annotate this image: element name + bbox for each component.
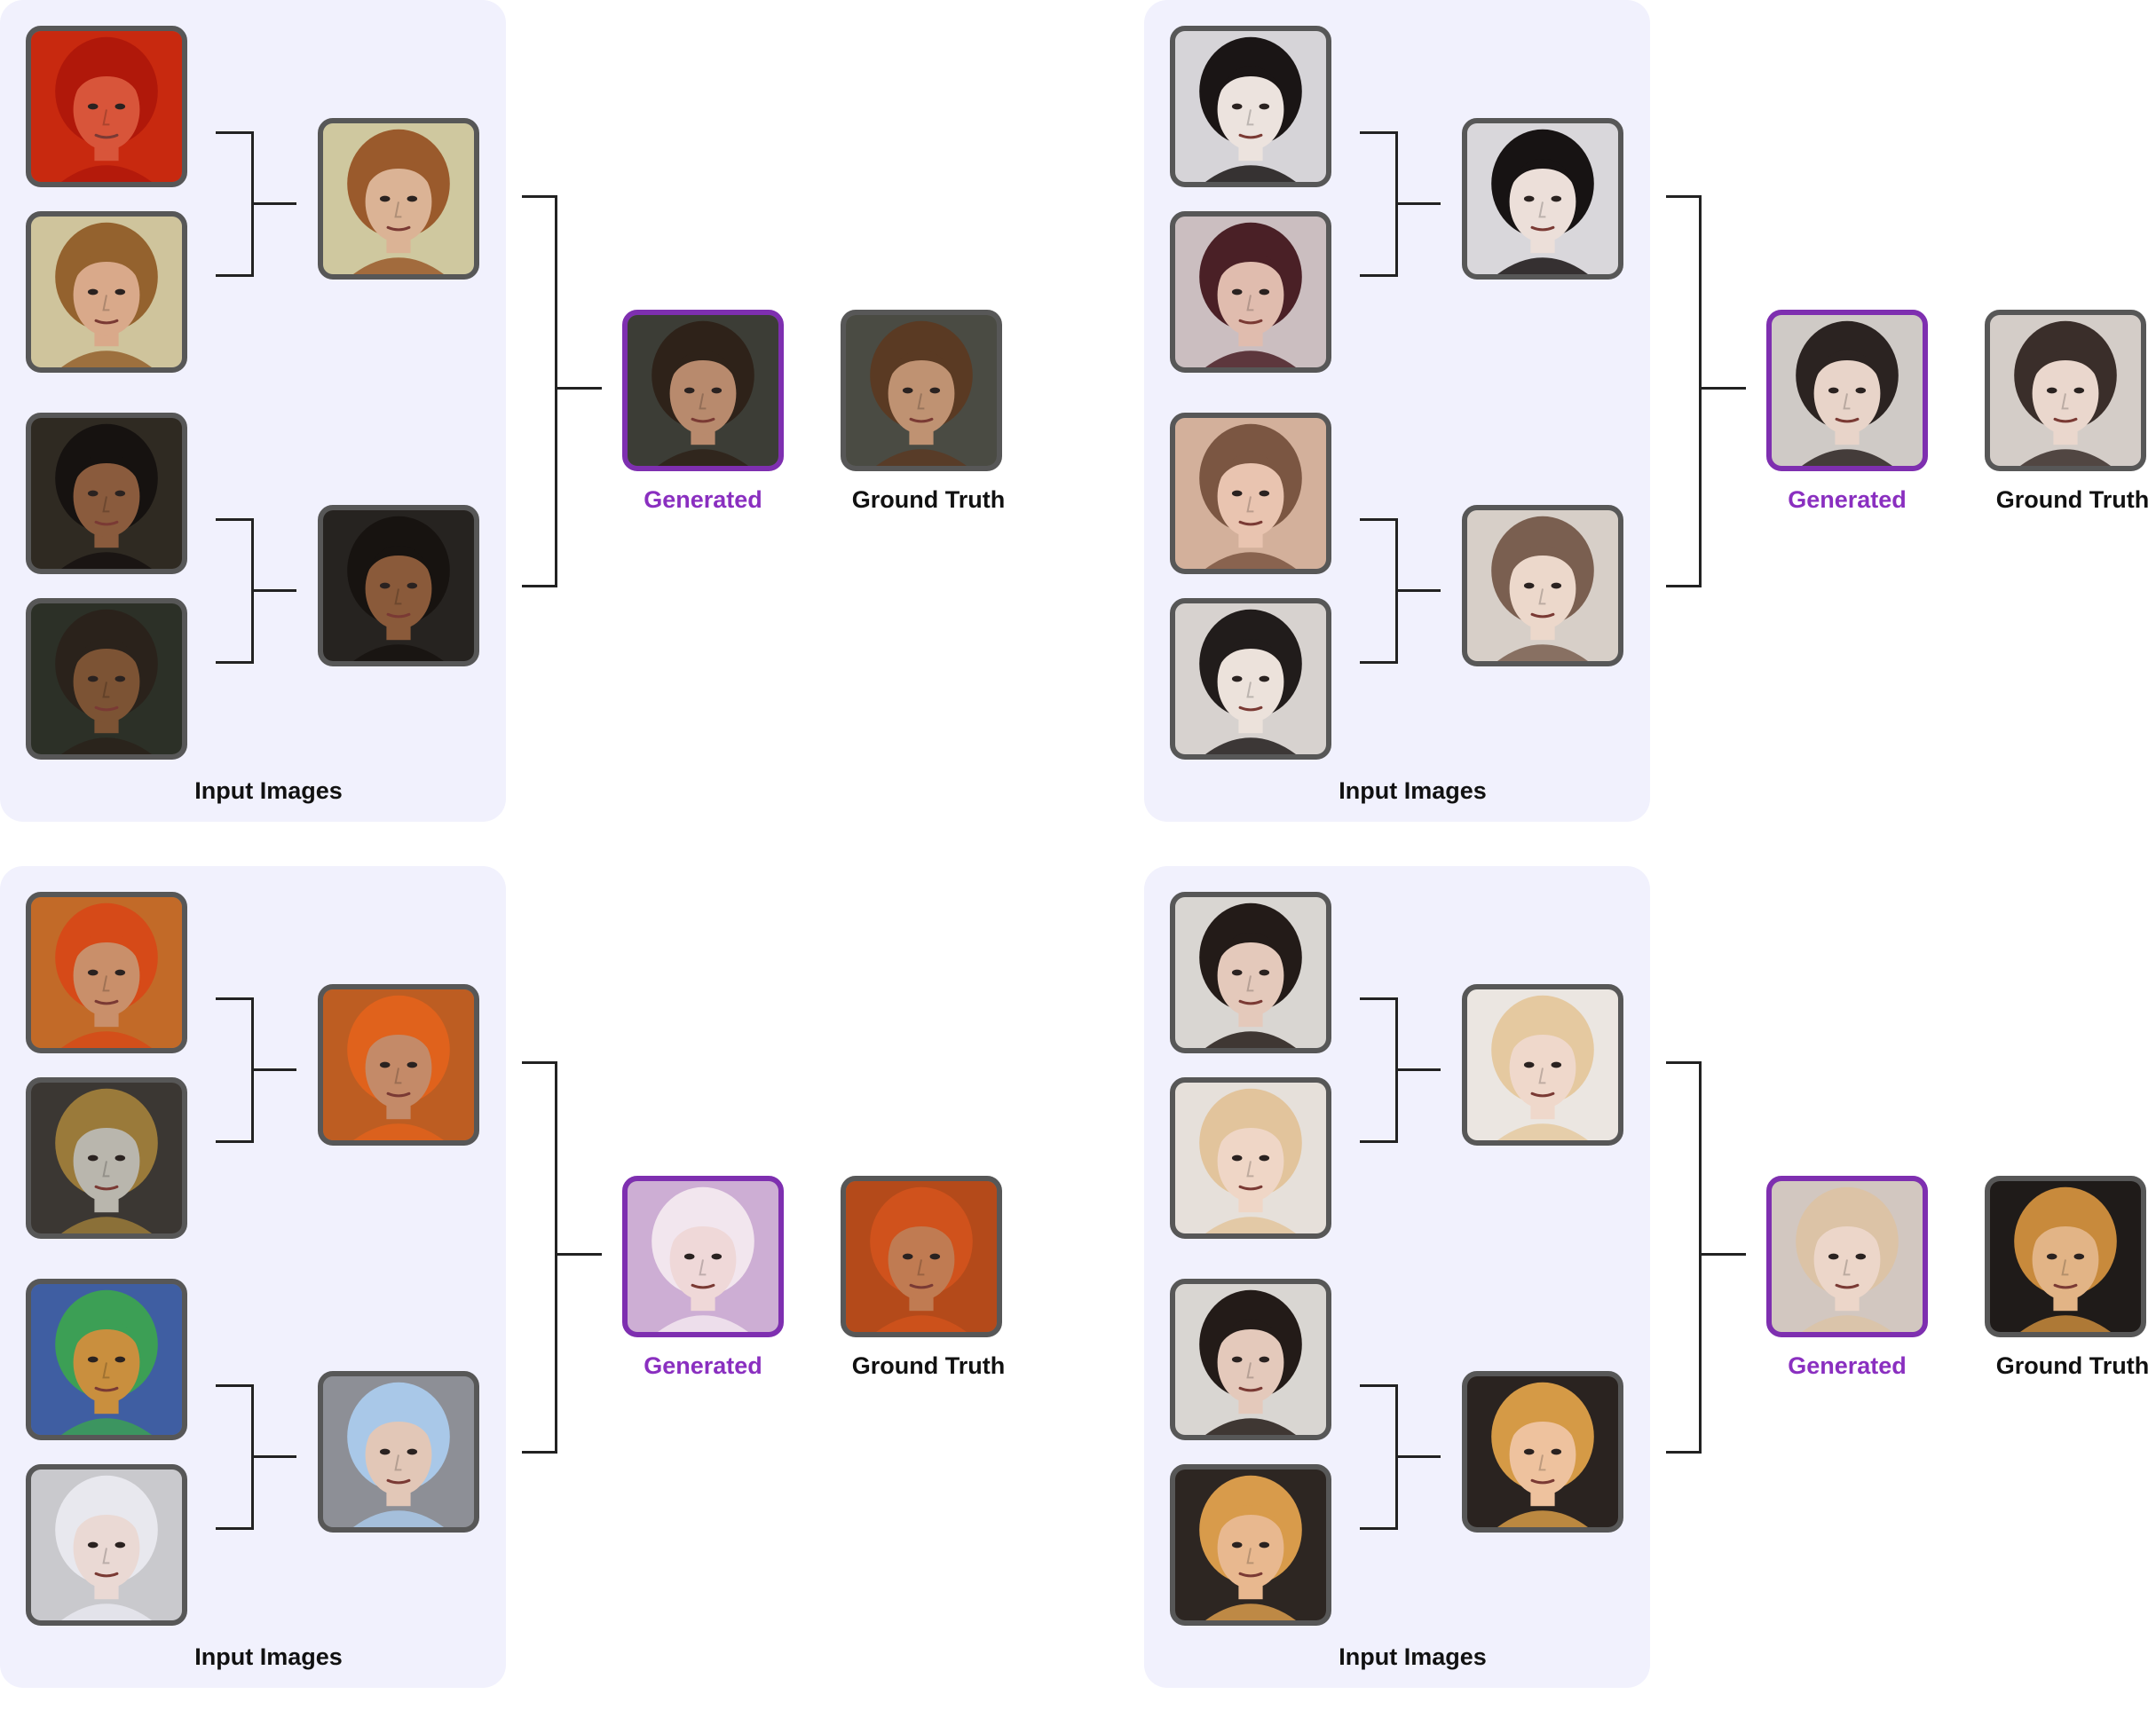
connector-line (251, 589, 296, 592)
generated-image (1766, 310, 1928, 471)
example-top-right: Generated Ground Truth Input Images (1144, 0, 2156, 844)
generated-label: Generated (1788, 1352, 1907, 1379)
connector-line (251, 202, 296, 205)
input-image-4 (1170, 1464, 1331, 1626)
input-image-1 (26, 892, 187, 1053)
ground-truth-image (1985, 1176, 2146, 1337)
connector-line (555, 387, 602, 390)
connector-line (1395, 589, 1441, 592)
generated-image (622, 1176, 784, 1337)
merged-image-1 (318, 984, 479, 1146)
input-image-1 (1170, 26, 1331, 187)
connector-bracket (1666, 195, 1702, 587)
connector-bracket (1360, 131, 1398, 277)
example-top-left: Generated Ground Truth Input Images (0, 0, 1078, 844)
example-bottom-left: Generated Ground Truth Input Images (0, 866, 1078, 1710)
ground-truth-label: Ground Truth (1995, 486, 2150, 513)
connector-bracket (522, 195, 557, 587)
input-image-1 (1170, 892, 1331, 1053)
merged-image-2 (1462, 505, 1623, 666)
ground-truth-image (1985, 310, 2146, 471)
input-image-3 (1170, 413, 1331, 574)
ground-truth-image (841, 1176, 1002, 1337)
ground-truth-label: Ground Truth (851, 1352, 1006, 1379)
connector-bracket (522, 1061, 557, 1454)
merged-image-2 (1462, 1371, 1623, 1533)
input-image-4 (1170, 598, 1331, 760)
input-image-2 (1170, 1077, 1331, 1239)
generated-image (1766, 1176, 1928, 1337)
connector-line (251, 1068, 296, 1071)
ground-truth-label: Ground Truth (851, 486, 1006, 513)
connector-bracket (216, 997, 254, 1143)
generated-label: Generated (644, 486, 762, 513)
input-images-caption: Input Images (194, 1643, 343, 1670)
connector-bracket (1360, 518, 1398, 664)
merged-image-1 (318, 118, 479, 280)
merged-image-1 (1462, 118, 1623, 280)
input-image-2 (26, 211, 187, 373)
input-image-2 (26, 1077, 187, 1239)
input-image-3 (26, 413, 187, 574)
input-image-2 (1170, 211, 1331, 373)
connector-line (1699, 387, 1746, 390)
connector-bracket (216, 518, 254, 664)
connector-bracket (1666, 1061, 1702, 1454)
input-images-caption: Input Images (194, 777, 343, 804)
connector-line (251, 1455, 296, 1458)
connector-line (555, 1253, 602, 1256)
connector-line (1395, 1455, 1441, 1458)
connector-line (1395, 1068, 1441, 1071)
merged-image-2 (318, 1371, 479, 1533)
connector-bracket (1360, 997, 1398, 1143)
generated-label: Generated (644, 1352, 762, 1379)
input-image-3 (1170, 1279, 1331, 1440)
example-bottom-right: Generated Ground Truth Input Images (1144, 866, 2156, 1710)
input-image-4 (26, 598, 187, 760)
input-image-3 (26, 1279, 187, 1440)
merged-image-1 (1462, 984, 1623, 1146)
connector-bracket (216, 131, 254, 277)
input-images-caption: Input Images (1339, 1643, 1487, 1670)
connector-bracket (1360, 1384, 1398, 1530)
input-image-1 (26, 26, 187, 187)
ground-truth-image (841, 310, 1002, 471)
generated-label: Generated (1788, 486, 1907, 513)
input-images-caption: Input Images (1339, 777, 1487, 804)
merged-image-2 (318, 505, 479, 666)
connector-line (1395, 202, 1441, 205)
connector-bracket (216, 1384, 254, 1530)
connector-line (1699, 1253, 1746, 1256)
ground-truth-label: Ground Truth (1995, 1352, 2150, 1379)
input-image-4 (26, 1464, 187, 1626)
generated-image (622, 310, 784, 471)
